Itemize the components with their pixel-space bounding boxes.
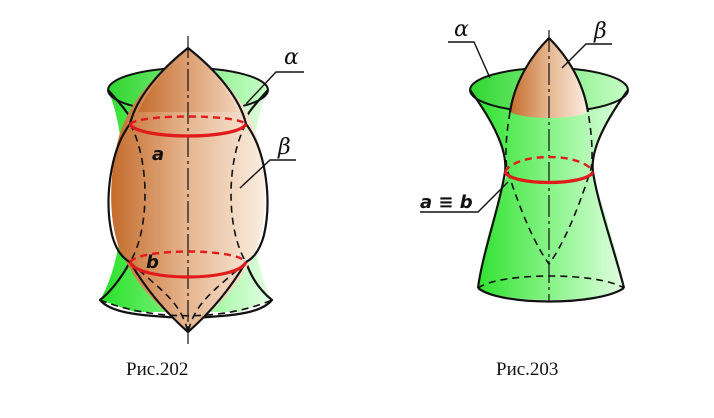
curve-a-ring (128, 122, 248, 138)
label-beta: β (277, 135, 291, 160)
label-curve-a-equiv-b: a ≡ b (420, 192, 473, 213)
label-curve-b: b (146, 252, 159, 273)
label-alpha: α (284, 45, 299, 70)
label-curve-a: a (152, 144, 164, 165)
caption-fig-203: Рис.203 (496, 359, 558, 380)
figure-203: α β a ≡ b Рис.203 (420, 17, 629, 380)
label-beta: β (593, 19, 607, 44)
caption-fig-202: Рис.202 (126, 359, 188, 380)
curve-b-ring (128, 261, 248, 279)
label-alpha: α (454, 17, 469, 42)
figure-202: α β a b Рис.202 (98, 36, 304, 380)
curve-ab-ring (503, 170, 595, 185)
